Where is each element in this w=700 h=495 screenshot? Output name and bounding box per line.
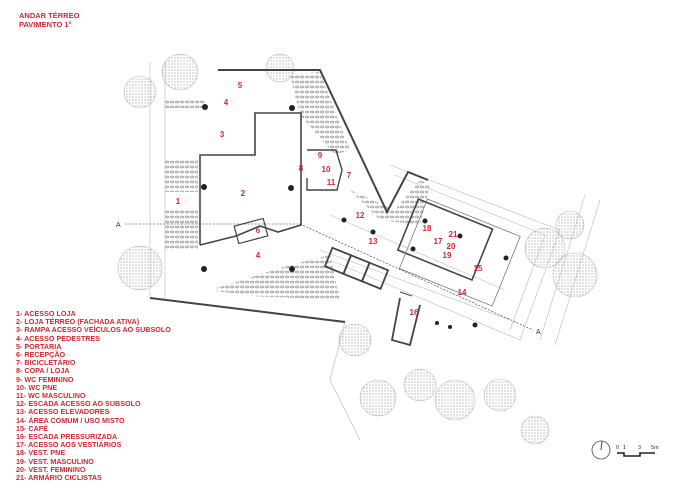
scale-bar: 0 1 3 5m (616, 445, 659, 457)
room-label: 18 (423, 224, 432, 233)
room-label: 17 (434, 237, 443, 246)
room-legend: 1- ACESSO LOJA 2- LOJA TÉRREO (FACHADA A… (16, 309, 171, 483)
title-line-2: PAVIMENTO 1° (19, 20, 72, 29)
room-labels: 5 4 3 9 8 10 11 7 2 1 6 4 12 13 18 17 21… (176, 81, 483, 317)
scale-tick: 1 (623, 445, 626, 451)
legend-item: 13- ACESSO ELEVADORES (16, 407, 110, 417)
room-label: 12 (356, 211, 365, 220)
room-label: 15 (474, 264, 483, 273)
legend-item: 20- VEST. FEMININO (16, 464, 86, 474)
columns (201, 104, 509, 329)
legend-item: 4- ACESSO PEDESTRES (16, 333, 101, 343)
legend-item: 18- VEST. PNE (16, 448, 66, 458)
room-label: 4 (256, 251, 261, 260)
legend-item: 21- ARMÁRIO CICLISTAS (16, 473, 102, 483)
scale-tick: 3 (638, 445, 641, 451)
legend-item: 2- LOJA TÉRREO (FACHADA ATIVA) (16, 317, 140, 327)
scale-tick: 0 (616, 445, 619, 451)
room-label: 7 (347, 171, 352, 180)
room-label: 5 (238, 81, 243, 90)
legend-item: 10- WC PNE (16, 382, 58, 392)
legend-item: 15- CAFÉ (16, 423, 48, 433)
room-label: 4 (224, 98, 229, 107)
legend-item: 7- BICICLETÁRIO (16, 358, 76, 368)
room-label: 1 (176, 197, 181, 206)
site-lines (149, 62, 601, 441)
room-label: 16 (410, 308, 419, 317)
room-label: 13 (369, 237, 378, 246)
legend-item: 19- VEST. MASCULINO (16, 456, 94, 466)
legend-item: 17- ACESSO AOS VESTIÁRIOS (16, 440, 122, 450)
legend-item: 14- ÁREA COMUM / USO MISTO (16, 415, 125, 425)
room-label: 6 (256, 226, 261, 235)
legend-item: 11- WC MASCULINO (16, 391, 86, 401)
room-label: 2 (241, 189, 246, 198)
room-label: 8 (299, 164, 304, 173)
section-line: A A (116, 222, 541, 336)
legend-item: 8- COPA / LOJA (16, 366, 70, 376)
vegetation (165, 72, 430, 300)
legend-item: 12- ESCADA ACESSO AO SUBSOLO (16, 399, 141, 409)
room-label: 11 (327, 178, 336, 187)
drawing-title: ANDAR TÉRREO PAVIMENTO 1° (19, 11, 79, 29)
room-label: 21 (449, 230, 458, 239)
section-mark-right: A (536, 329, 541, 336)
legend-item: 9- WC FEMININO (16, 374, 74, 384)
room-label: 9 (318, 151, 323, 160)
legend-item: 6- RECEPÇÃO (16, 350, 66, 360)
room-label: 19 (443, 251, 452, 260)
trees (117, 53, 598, 445)
legend-item: 3- RAMPA ACESSO VEÍCULOS AO SUBSOLO (16, 325, 171, 335)
room-label: 14 (458, 288, 467, 297)
legend-item: 5- PORTARIA (16, 341, 62, 351)
walls (149, 69, 521, 347)
legend-item: 1- ACESSO LOJA (16, 309, 76, 318)
title-line-1: ANDAR TÉRREO (19, 11, 80, 20)
room-label: 10 (322, 165, 331, 174)
legend-item: 16- ESCADA PRESSURIZADA (16, 432, 118, 442)
room-label: 3 (220, 130, 225, 139)
section-mark-left: A (116, 222, 121, 229)
scale-tick: 5m (651, 445, 659, 451)
room-label: 20 (447, 242, 456, 251)
north-arrow-icon (591, 440, 611, 460)
